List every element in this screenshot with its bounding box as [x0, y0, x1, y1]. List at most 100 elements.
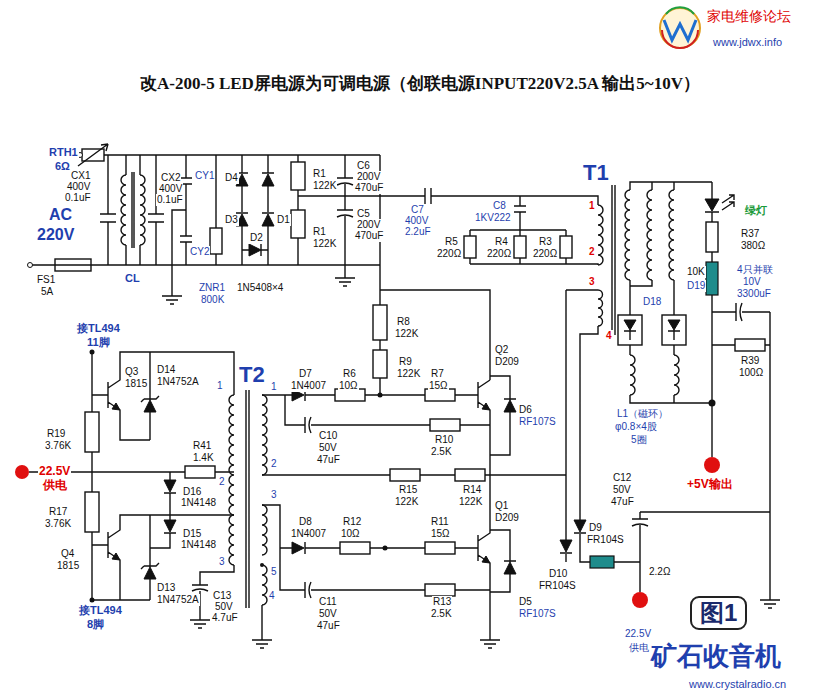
component-label: D14 [156, 364, 176, 376]
diode-symbol [236, 174, 274, 256]
component-label: 47uF [316, 620, 341, 632]
coil-winding [625, 190, 630, 280]
component-label: ZNR1 [198, 282, 226, 294]
component-label: 5A [40, 286, 54, 298]
component-label: 2.5K [430, 608, 453, 620]
resistor-symbol [455, 469, 485, 481]
transistor-symbol [112, 403, 490, 563]
component-label: R19 [46, 428, 66, 440]
component-label: C12 [612, 472, 632, 484]
component-label: 10V [742, 276, 762, 288]
component-label: 1 [216, 380, 224, 392]
coil-winding [598, 290, 603, 326]
terminal-dot [378, 393, 383, 398]
ground-symbol [162, 278, 780, 648]
component-label: 供电 [628, 642, 650, 654]
resistor-symbol [55, 264, 91, 265]
component-label: R41 [192, 440, 212, 452]
component-label: 6Ω [54, 160, 71, 173]
terminal-dot [704, 457, 720, 473]
terminal-dot [260, 563, 264, 567]
resistor-symbol [78, 144, 108, 166]
diode-symbol [236, 173, 274, 256]
component-label: 2 [588, 246, 596, 258]
component-label: 接TL494 [76, 322, 121, 335]
component-label: 1N4007 [290, 528, 327, 540]
component-label: 1.4K [192, 452, 215, 464]
component-label: 绿灯 [744, 204, 768, 217]
resistor-symbol [291, 210, 305, 238]
component-label: 1N4752A [156, 376, 200, 388]
component-label: RF107S [518, 416, 557, 428]
resistor-symbol [373, 305, 387, 340]
wire [192, 183, 742, 598]
component-label: R3 [538, 236, 553, 248]
terminal-dot [15, 465, 29, 479]
component-label: 1 [588, 200, 596, 212]
component-label: 供电 [42, 479, 68, 493]
component-label: 100Ω [738, 367, 764, 379]
component-label: RF107S [518, 608, 557, 620]
component-label: 220Ω [532, 248, 558, 260]
component-label: 4 [268, 590, 276, 602]
component-label: 50V [214, 601, 234, 613]
terminal-dot [90, 350, 95, 355]
component-label: T1 [582, 160, 610, 185]
component-label: 122K [394, 496, 419, 508]
component-label: C10 [318, 430, 338, 442]
component-label: 22.5V [38, 465, 71, 479]
resistor-symbol [55, 144, 765, 596]
component-label: Q4 [60, 548, 75, 560]
resistor-symbol [185, 466, 215, 478]
component-label: www.jdwx.info [712, 36, 783, 49]
wire [29, 155, 770, 640]
diode-symbol [144, 199, 719, 579]
component-label: FR104S [538, 580, 577, 592]
resistor-symbol [291, 162, 305, 190]
component-label: R7 [430, 368, 445, 380]
diode-symbol [624, 320, 680, 330]
component-label: +5V输出 [686, 478, 734, 492]
coil-winding [647, 190, 652, 280]
component-label: R17 [48, 506, 68, 518]
component-label: C6 [356, 160, 371, 172]
component-label: Q2 [494, 344, 509, 356]
component-label: CL [124, 272, 141, 285]
component-label: 470uF [354, 230, 384, 242]
diagram-title: 改A-200-5 LED屏电源为可调电源（创联电源INPUT220V2.5A 输… [140, 74, 700, 94]
resistor-symbol [340, 542, 370, 554]
component-label: www.crystalradio.cn [688, 678, 787, 691]
coil-winding [598, 205, 603, 265]
component-label: D10 [548, 568, 568, 580]
component-label: 122K [394, 328, 419, 340]
component-label: R5 [444, 236, 459, 248]
component-label: 400V [66, 181, 91, 193]
component-label: 10K [686, 266, 706, 278]
component-label: L1（磁环） [616, 408, 669, 420]
component-label: C8 [492, 200, 507, 212]
component-label: D13 [156, 582, 176, 594]
component-label: 2 [218, 476, 226, 488]
component-label: 矿石收音机 [650, 642, 782, 672]
component-label: 800K [200, 294, 225, 306]
resistor-symbol [560, 236, 572, 258]
component-label: CX1 [70, 170, 91, 182]
component-label: 122K [312, 180, 337, 192]
coil-winding [140, 175, 145, 245]
component-label: 200V [356, 171, 381, 183]
component-label: 50V [318, 608, 338, 620]
component-label: 家电维修论坛 [706, 8, 792, 24]
component-label: Q3 [124, 366, 139, 378]
component-label: 11脚 [86, 336, 111, 349]
resistor-symbol [390, 469, 420, 481]
component-label: 4 [605, 330, 613, 342]
component-label: 122K [458, 496, 483, 508]
component-label: FR104S [586, 534, 625, 546]
component-label: R12 [342, 516, 362, 528]
wire [29, 155, 770, 640]
resistor-symbol [425, 542, 455, 554]
component-label: 接TL494 [78, 604, 123, 617]
component-label: 4只并联 [736, 264, 774, 276]
resistor-symbol [590, 556, 614, 568]
component-label: 2 [270, 458, 278, 470]
